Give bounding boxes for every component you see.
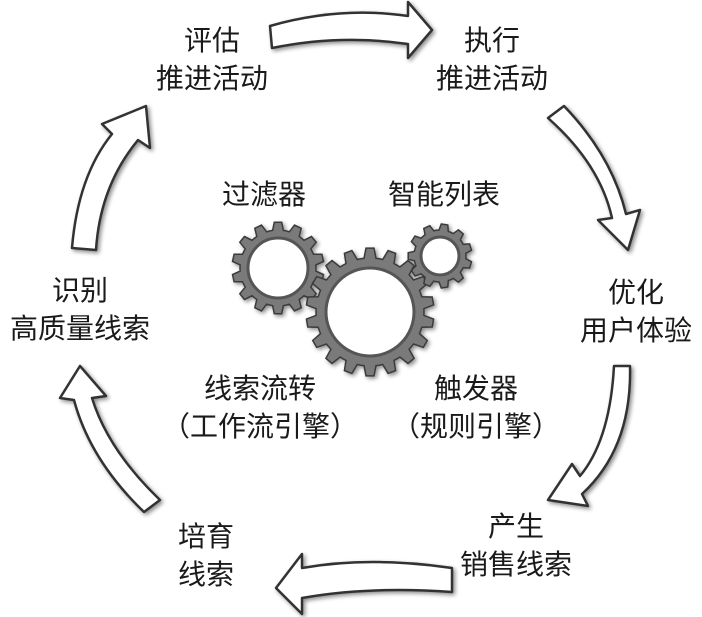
arrow-identify-to-evaluate bbox=[70, 104, 152, 252]
label-evaluate-line1: 评估 bbox=[183, 24, 241, 57]
arrow-evaluate-to-execute bbox=[268, 0, 434, 60]
label-smart-list: 智能列表 bbox=[388, 176, 500, 214]
gear-trigger-icon bbox=[305, 247, 435, 377]
label-flow-line2: （工作流引擎） bbox=[161, 410, 359, 443]
arrow-execute-to-optimize bbox=[546, 104, 642, 252]
gear-filter-icon bbox=[231, 221, 325, 315]
gears-group bbox=[231, 221, 473, 377]
label-execute-line2: 推进活动 bbox=[435, 62, 549, 95]
label-trigger: 触发器 （规则引擎） bbox=[392, 370, 560, 446]
label-execute-line1: 执行 bbox=[463, 24, 521, 57]
label-identify: 识别 高质量线索 bbox=[10, 272, 150, 348]
label-identify-line1: 识别 bbox=[51, 274, 109, 307]
label-identify-line2: 高质量线索 bbox=[9, 312, 151, 345]
label-generate-line2: 销售线索 bbox=[459, 548, 573, 581]
label-flow-line1: 线索流转 bbox=[203, 372, 317, 405]
gear-smart-list-hub bbox=[419, 235, 461, 277]
label-filter: 过滤器 bbox=[222, 176, 306, 214]
label-optimize-line2: 用户体验 bbox=[579, 314, 693, 347]
gear-filter-hub bbox=[246, 236, 310, 300]
label-nurture-line2: 线索 bbox=[177, 558, 235, 591]
label-evaluate: 评估 推进活动 bbox=[156, 22, 268, 98]
label-trigger-line1: 触发器 bbox=[433, 372, 519, 405]
gear-trigger-hub bbox=[324, 266, 416, 358]
arrow-nurture-to-identify bbox=[58, 364, 162, 514]
label-smart-list-text: 智能列表 bbox=[387, 178, 501, 211]
label-trigger-line2: （规则引擎） bbox=[391, 410, 561, 443]
label-optimize: 优化 用户体验 bbox=[580, 274, 692, 350]
label-filter-text: 过滤器 bbox=[221, 178, 307, 211]
label-generate-line1: 产生 bbox=[487, 510, 545, 543]
label-nurture-line1: 培育 bbox=[177, 520, 235, 553]
label-generate: 产生 销售线索 bbox=[460, 508, 572, 584]
label-execute: 执行 推进活动 bbox=[436, 22, 548, 98]
label-nurture: 培育 线索 bbox=[178, 518, 234, 594]
label-flow: 线索流转 （工作流引擎） bbox=[162, 370, 358, 446]
arrow-generate-to-nurture bbox=[274, 552, 454, 616]
label-optimize-line1: 优化 bbox=[607, 276, 665, 309]
arrow-optimize-to-generate bbox=[546, 364, 632, 508]
label-evaluate-line2: 推进活动 bbox=[155, 62, 269, 95]
gear-smart-list-icon bbox=[407, 223, 473, 289]
